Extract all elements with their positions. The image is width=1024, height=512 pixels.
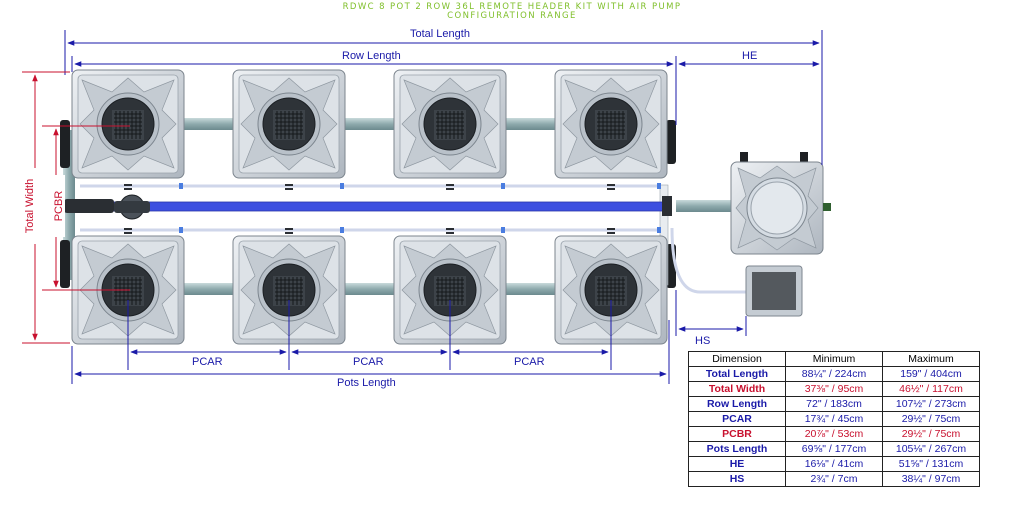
maximum-value: 46½" / 117cm [882, 381, 980, 397]
maximum-value: 51⅝" / 131cm [882, 456, 980, 472]
row-length-label: Row Length [339, 50, 404, 62]
header-tank-icon [730, 152, 831, 255]
minimum-value: 88¼" / 224cm [785, 366, 883, 382]
maximum-value: 159" / 404cm [882, 366, 980, 382]
table-header: Dimension [688, 351, 786, 367]
pcar-label-2: PCAR [350, 356, 387, 368]
right-pipe-coupler [662, 196, 672, 216]
table-row: PCAR 17¾" / 45cm 29½" / 75cm [688, 411, 980, 427]
dimension-name: HE [688, 456, 786, 472]
right-top-end-cap [666, 120, 676, 164]
pot-outlet-marks [124, 184, 615, 234]
pot-icon [232, 69, 346, 179]
he-label: HE [739, 50, 761, 62]
pot-icon [554, 69, 668, 179]
maximum-value: 105⅛" / 267cm [882, 441, 980, 457]
bottom-row-connector-pipes [182, 283, 560, 295]
table-row: Pots Length 69⅝" / 177cm 105⅛" / 267cm [688, 441, 980, 457]
left-bottom-end-cap [60, 240, 70, 288]
diagram-subtitle: CONFIGURATION RANGE [447, 11, 577, 21]
minimum-value: 37⅜" / 95cm [785, 381, 883, 397]
table-header: Maximum [882, 351, 980, 367]
dimension-name: Pots Length [688, 441, 786, 457]
dimension-name: HS [688, 471, 786, 487]
dimension-name: Total Length [688, 366, 786, 382]
dimension-name: PCAR [688, 411, 786, 427]
dimension-name: PCBR [688, 426, 786, 442]
table-row: Row Length 72" / 183cm 107½" / 273cm [688, 396, 980, 412]
minimum-value: 69⅝" / 177cm [785, 441, 883, 457]
table-row: Total Length 88¼" / 224cm 159" / 404cm [688, 366, 980, 382]
pots-length-label: Pots Length [334, 377, 399, 389]
header-feed-pipe [676, 200, 734, 212]
table-header: Minimum [785, 351, 883, 367]
minimum-value: 17¾" / 45cm [785, 411, 883, 427]
minimum-value: 72" / 183cm [785, 396, 883, 412]
air-line-fittings [179, 183, 661, 233]
dimension-lines-blue [64, 30, 823, 384]
minimum-value: 2¾" / 7cm [785, 471, 883, 487]
main-water-pipe [79, 201, 667, 212]
dimension-name: Total Width [688, 381, 786, 397]
maximum-value: 107½" / 273cm [882, 396, 980, 412]
minimum-value: 16⅛" / 41cm [785, 456, 883, 472]
dimension-table: Dimension Minimum Maximum Total Length 8… [688, 351, 980, 487]
pcbr-label: PCBR [53, 175, 65, 237]
pcar-label-1: PCAR [189, 356, 226, 368]
table-row: HE 16⅛" / 41cm 51⅝" / 131cm [688, 456, 980, 472]
table-row: PCBR 20⅞" / 53cm 29½" / 75cm [688, 426, 980, 442]
maximum-value: 29½" / 75cm [882, 411, 980, 427]
total-length-label: Total Length [407, 28, 473, 40]
top-row-connector-pipes [182, 118, 560, 130]
hs-label: HS [692, 335, 714, 347]
minimum-value: 20⅞" / 53cm [785, 426, 883, 442]
pot-icon [71, 69, 185, 179]
left-top-end-cap [60, 120, 70, 168]
pcar-label-3: PCAR [511, 356, 548, 368]
total-width-label: Total Width [24, 168, 36, 244]
dimension-name: Row Length [688, 396, 786, 412]
table-header-row: Dimension Minimum Maximum [688, 351, 980, 367]
table-row: Total Width 37⅜" / 95cm 46½" / 117cm [688, 381, 980, 397]
water-pump-icon [64, 194, 150, 220]
table-row: HS 2¾" / 7cm 38¼" / 97cm [688, 471, 980, 487]
maximum-value: 29½" / 75cm [882, 426, 980, 442]
air-lines [80, 184, 748, 294]
air-pump-icon [745, 265, 803, 317]
diagram-title: RDWC 8 POT 2 ROW 36L REMOTE HEADER KIT W… [342, 2, 682, 12]
pot-icon [393, 69, 507, 179]
maximum-value: 38¼" / 97cm [882, 471, 980, 487]
